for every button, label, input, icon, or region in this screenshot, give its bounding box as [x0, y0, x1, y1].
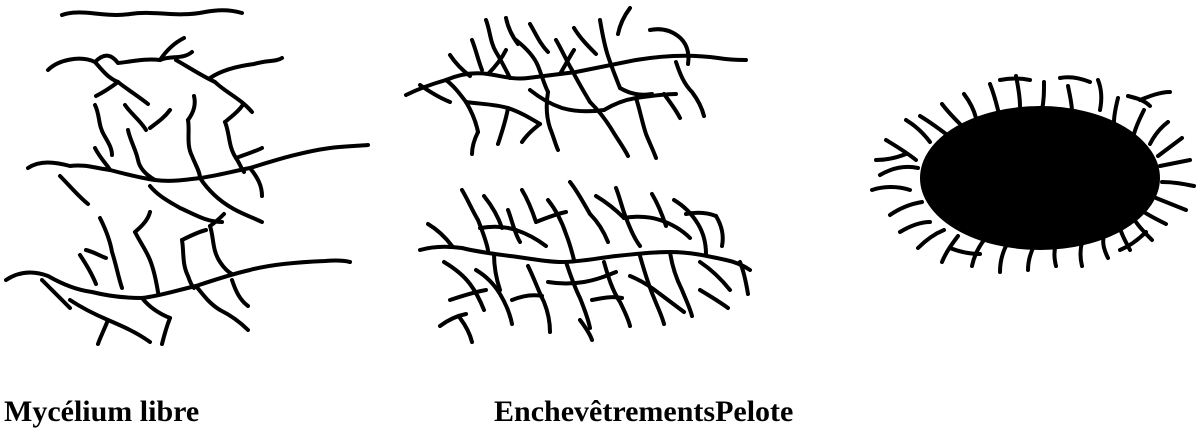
- pellet-drawing: [872, 76, 1194, 272]
- free-mycelium-drawing: [6, 10, 368, 344]
- entanglement-drawing: [406, 8, 750, 342]
- label-entanglements: Enchevêtrements: [494, 395, 715, 428]
- label-group: EnchevêtrementsPelote: [494, 394, 793, 430]
- label-free-mycelium: Mycélium libre: [4, 394, 199, 430]
- label-pellet: Pelote: [715, 395, 793, 428]
